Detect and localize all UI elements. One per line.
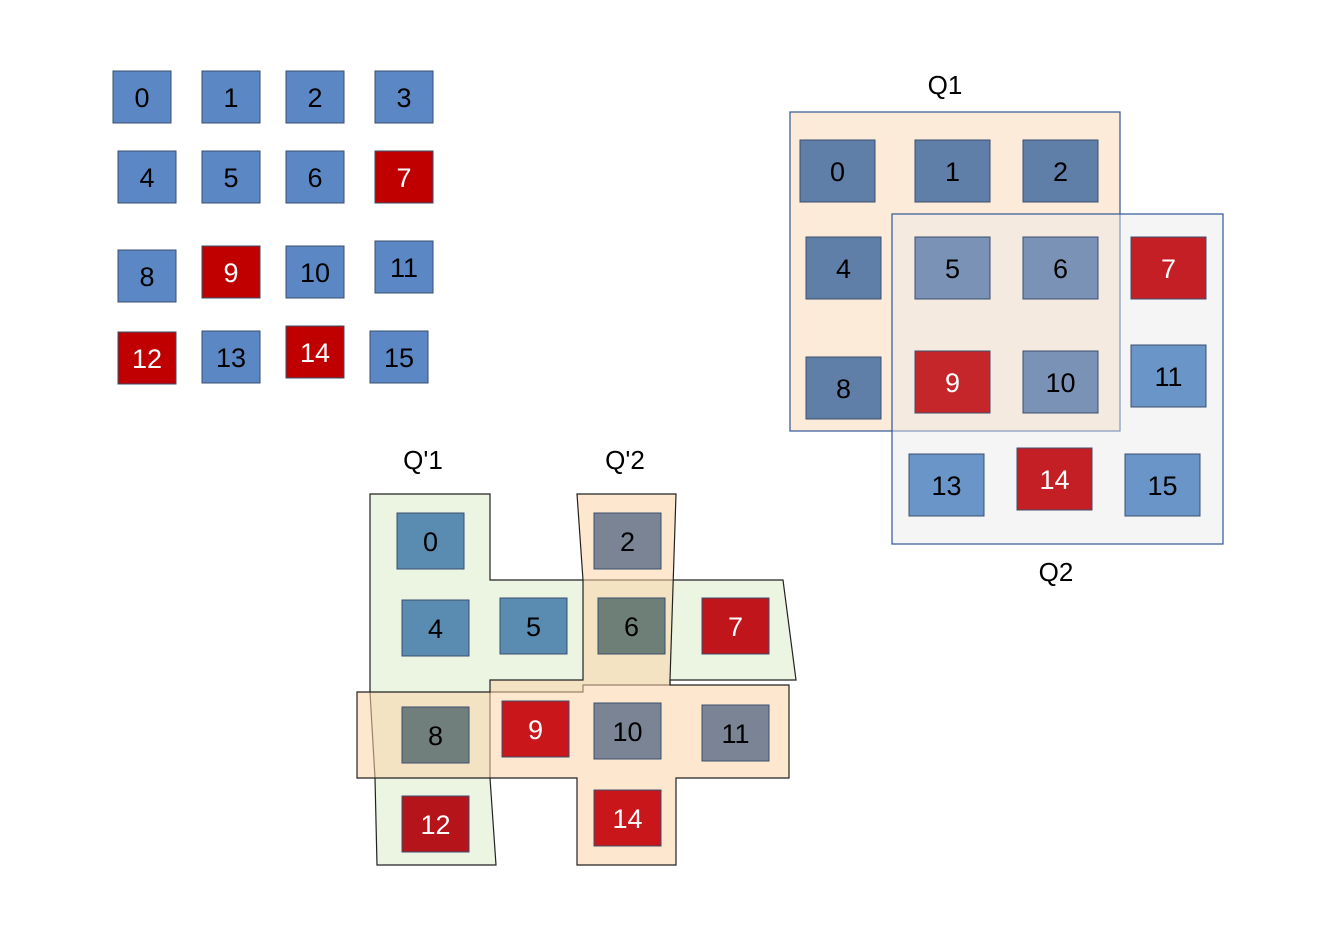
q-cell-6 xyxy=(1022,236,1099,300)
orig-cell-10 xyxy=(285,245,345,299)
qp-cell-11 xyxy=(701,704,770,762)
q-prime-2-region xyxy=(356,493,790,866)
qp-cell-6 xyxy=(597,597,666,655)
orig-cell-label-5: 5 xyxy=(223,163,238,193)
qp-cell-label-8: 8 xyxy=(428,721,443,751)
orig-cell-4 xyxy=(117,150,177,204)
orig-cell-1 xyxy=(201,70,261,124)
orig-cell-12 xyxy=(117,331,177,385)
q-cell-14 xyxy=(1016,447,1093,511)
orig-cell-2 xyxy=(285,70,345,124)
orig-cell-11 xyxy=(374,240,434,294)
q2-label: Q2 xyxy=(1039,557,1074,587)
q1-label: Q1 xyxy=(928,70,963,100)
q-cell-label-7: 7 xyxy=(1161,254,1176,284)
q-cell-label-10: 10 xyxy=(1045,368,1075,398)
qp-cell-0 xyxy=(396,512,465,570)
qp-cell-label-2: 2 xyxy=(620,527,635,557)
orig-cell-label-11: 11 xyxy=(390,253,418,283)
qp-cell-4 xyxy=(401,599,470,657)
q-cell-7 xyxy=(1130,236,1207,300)
q-cell-label-14: 14 xyxy=(1039,465,1069,495)
orig-cell-label-0: 0 xyxy=(134,83,149,113)
orig-cell-label-12: 12 xyxy=(132,344,162,374)
qp-cell-label-4: 4 xyxy=(428,614,443,644)
qp-cell-label-12: 12 xyxy=(420,810,450,840)
orig-cell-label-14: 14 xyxy=(300,338,330,368)
orig-cell-8 xyxy=(117,249,177,303)
q-cell-label-15: 15 xyxy=(1147,471,1177,501)
orig-cell-label-8: 8 xyxy=(139,262,154,292)
q-cell-8 xyxy=(805,356,882,420)
qp-cell-label-14: 14 xyxy=(612,804,642,834)
q-prime-1-label: Q'1 xyxy=(403,445,443,475)
orig-cell-label-10: 10 xyxy=(300,258,330,288)
q-cell-0 xyxy=(799,139,876,203)
qp-cell-label-0: 0 xyxy=(423,527,438,557)
qp-cell-10 xyxy=(593,702,662,760)
qp-cell-label-7: 7 xyxy=(728,612,743,642)
orig-cell-0 xyxy=(112,70,172,124)
q-cell-2 xyxy=(1022,139,1099,203)
qp-cell-9 xyxy=(501,700,570,758)
orig-cell-label-13: 13 xyxy=(216,343,246,373)
q-cell-label-2: 2 xyxy=(1053,157,1068,187)
q-cell-label-4: 4 xyxy=(836,254,851,284)
q-cell-label-8: 8 xyxy=(836,374,851,404)
qp-cell-7 xyxy=(701,597,770,655)
qp-cell-5 xyxy=(499,597,568,655)
orig-cell-label-1: 1 xyxy=(223,83,238,113)
q-cell-label-13: 13 xyxy=(931,471,961,501)
orig-cell-label-4: 4 xyxy=(139,163,154,193)
q-prime-partition-diagram: 0 2 4 5 6 7 8 9 10 11 12 14 Q'1 Q'2 xyxy=(356,445,797,866)
orig-cell-15 xyxy=(369,330,429,384)
orig-cell-label-15: 15 xyxy=(384,343,414,373)
q-cell-1 xyxy=(914,139,991,203)
q-prime-2-label: Q'2 xyxy=(605,445,645,475)
orig-cell-6 xyxy=(285,150,345,204)
qp-cell-label-5: 5 xyxy=(526,612,541,642)
qp-cell-label-9: 9 xyxy=(528,715,543,745)
orig-cell-5 xyxy=(201,150,261,204)
q-cell-4 xyxy=(805,236,882,300)
orig-cell-label-9: 9 xyxy=(223,258,238,288)
orig-cell-13 xyxy=(201,330,261,384)
q-cell-label-9: 9 xyxy=(945,368,960,398)
q-cell-label-6: 6 xyxy=(1053,254,1068,284)
q-cell-label-0: 0 xyxy=(830,157,845,187)
qp-cell-label-10: 10 xyxy=(612,717,642,747)
q-cell-label-1: 1 xyxy=(945,157,960,187)
q-cell-13 xyxy=(908,453,985,517)
q-cell-label-11: 11 xyxy=(1154,362,1182,392)
q-cell-15 xyxy=(1124,453,1201,517)
q-cell-11 xyxy=(1130,344,1207,408)
orig-cell-9 xyxy=(201,245,261,299)
q-cell-5 xyxy=(914,236,991,300)
orig-cell-label-2: 2 xyxy=(307,83,322,113)
qp-cell-label-11: 11 xyxy=(721,719,749,749)
q-cell-label-5: 5 xyxy=(945,254,960,284)
qp-cell-14 xyxy=(593,789,662,847)
qp-cell-2 xyxy=(593,512,662,570)
q-partition-diagram: 0 1 2 4 5 6 7 8 9 10 11 13 14 15 Q1 Q2 xyxy=(789,70,1224,587)
q-cell-10 xyxy=(1022,350,1099,414)
q-cell-9 xyxy=(914,350,991,414)
orig-cell-label-3: 3 xyxy=(396,83,411,113)
qp-cell-label-6: 6 xyxy=(624,612,639,642)
orig-cell-label-6: 6 xyxy=(307,163,322,193)
orig-cell-14 xyxy=(285,325,345,379)
orig-cell-3 xyxy=(374,70,434,124)
qp-cell-8 xyxy=(401,706,470,764)
orig-cell-label-7: 7 xyxy=(396,163,411,193)
orig-cell-7 xyxy=(374,150,434,204)
qp-cell-12 xyxy=(401,795,470,853)
